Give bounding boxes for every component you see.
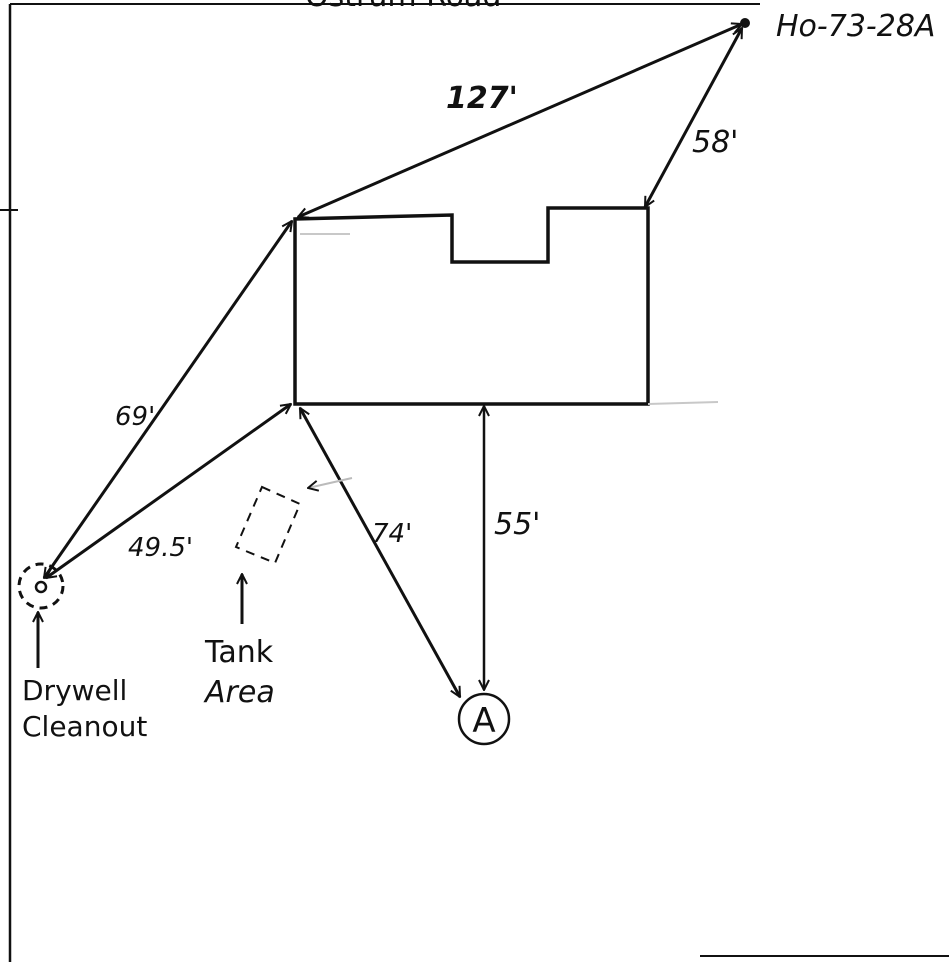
dim-line-127 bbox=[298, 24, 742, 217]
building-outline bbox=[293, 206, 650, 406]
tank-faint-arrow bbox=[308, 477, 353, 488]
dim-value-55: 55' bbox=[494, 507, 540, 542]
dim-value-58: 58' bbox=[692, 125, 738, 160]
tank-area-dashed-rect bbox=[234, 485, 302, 565]
well-id-label: Ho-73-28A bbox=[776, 9, 935, 44]
point-a-label: A bbox=[472, 701, 495, 741]
drywell-dashed-circle bbox=[17, 562, 65, 610]
dim-value-74: 74' bbox=[372, 519, 412, 549]
drywell-label-line2: Cleanout bbox=[22, 710, 147, 743]
dim-value-69: 69' bbox=[115, 402, 155, 432]
tank-label-line2: Area bbox=[203, 675, 275, 710]
road-name-cut: Ostrum Road bbox=[305, 0, 501, 14]
dim-value-49-5: 49.5' bbox=[128, 533, 193, 563]
dim-line-69 bbox=[44, 221, 292, 578]
dim-value-127: 127' bbox=[446, 81, 518, 116]
faint-baseline bbox=[647, 401, 719, 405]
dim-line-49-5 bbox=[46, 404, 291, 578]
tank-label-line1: Tank bbox=[204, 635, 274, 670]
dim-line-74 bbox=[298, 408, 462, 697]
point-a-circle bbox=[457, 692, 511, 746]
drywell-label-line1: Drywell bbox=[22, 674, 127, 707]
dim-line-58 bbox=[643, 28, 744, 207]
drywell-center bbox=[34, 580, 48, 594]
